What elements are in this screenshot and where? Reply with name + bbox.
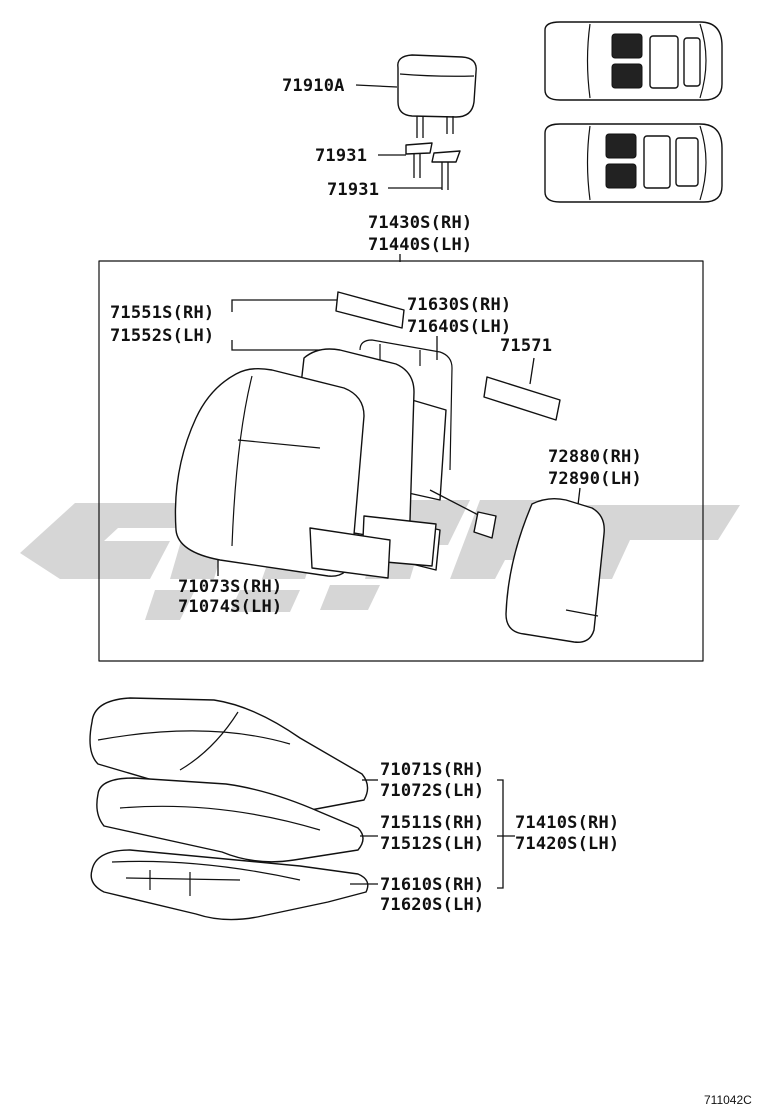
label-back-frame-lh: 71640S(LH)	[407, 317, 511, 337]
back-plate-illustration	[483, 376, 561, 421]
label-cushion-cover-lh: 71072S(LH)	[380, 781, 484, 801]
label-headrest-support-2: 71931	[327, 180, 379, 200]
label-cushion-cover-rh: 71071S(RH)	[380, 760, 484, 780]
label-cushion-assy-lh: 71420S(LH)	[515, 834, 619, 854]
label-cushion-frame-lh: 71620S(LH)	[380, 895, 484, 915]
headrest-support-illustration	[405, 142, 461, 190]
label-cushion-pad-rh: 71511S(RH)	[380, 813, 484, 833]
vehicle-locator-top	[544, 21, 723, 101]
seat-cushion-frame-illustration	[90, 849, 369, 921]
label-back-cover-lh: 71074S(LH)	[178, 597, 282, 617]
label-back-board-rh: 72880(RH)	[548, 447, 642, 467]
seat-cushion-cover-illustration	[89, 697, 369, 815]
figure-code: 711042C	[704, 1093, 752, 1107]
label-seat-back-assy-rh: 71430S(RH)	[368, 213, 472, 233]
label-back-pad-lh: 71552S(LH)	[110, 326, 214, 346]
label-back-frame-rh: 71630S(RH)	[407, 295, 511, 315]
back-pad-strip-illustration	[335, 291, 405, 329]
seat-cushion-pad-illustration	[96, 777, 364, 863]
label-back-pad-rh: 71551S(RH)	[110, 303, 214, 323]
label-back-cover-rh: 71073S(RH)	[178, 577, 282, 597]
seat-back-cover-illustration	[174, 367, 391, 579]
label-cushion-assy-rh: 71410S(RH)	[515, 813, 619, 833]
label-back-board-lh: 72890(LH)	[548, 469, 642, 489]
seat-back-assembly-frame	[98, 260, 704, 662]
label-seat-back-assy-lh: 71440S(LH)	[368, 235, 472, 255]
label-cushion-frame-rh: 71610S(RH)	[380, 875, 484, 895]
label-headrest: 71910A	[282, 76, 345, 96]
headrest-illustration	[397, 54, 477, 138]
label-cushion-pad-lh: 71512S(LH)	[380, 834, 484, 854]
label-back-plate: 71571	[500, 336, 552, 356]
seat-back-board-illustration	[505, 497, 605, 643]
vehicle-locator-bottom	[544, 123, 723, 203]
label-headrest-support-1: 71931	[315, 146, 367, 166]
